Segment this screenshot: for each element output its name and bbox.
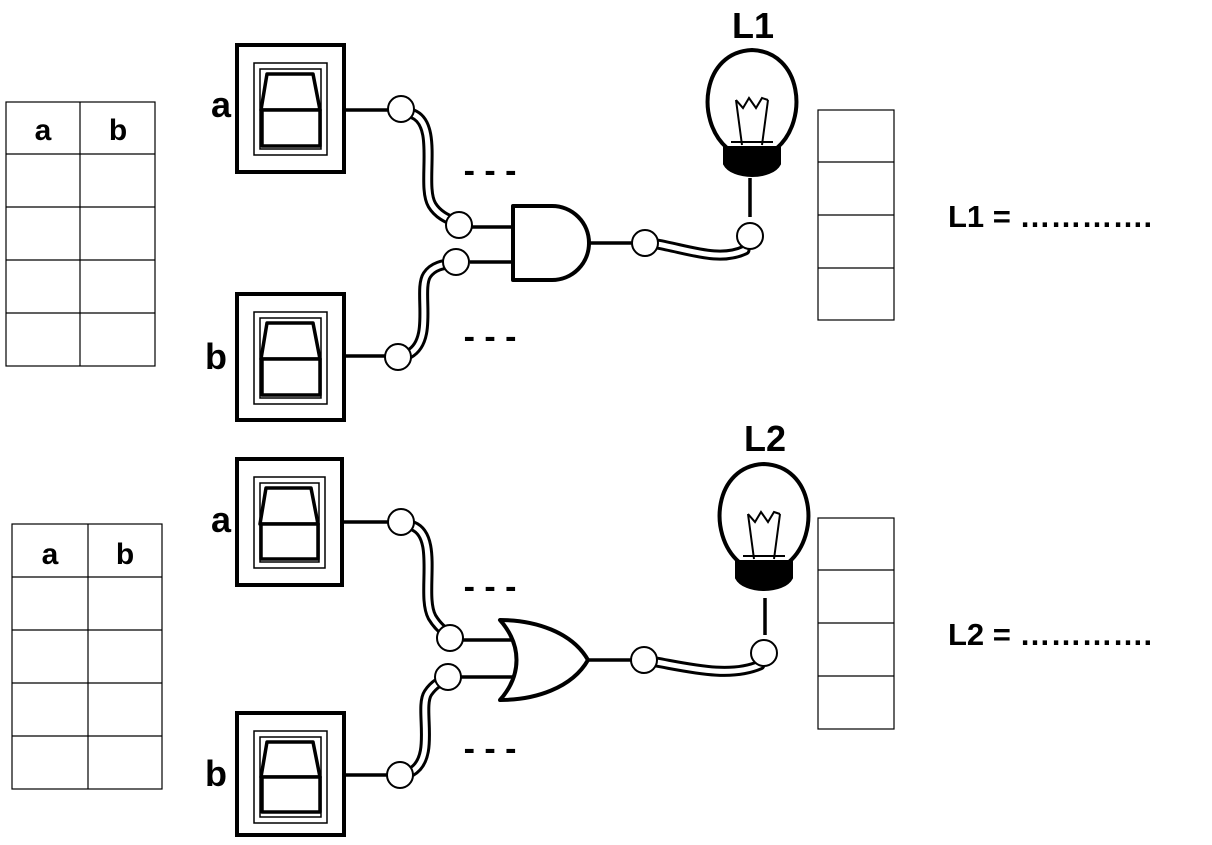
lamp-1-label: L1 [732,5,774,46]
truth-table-1 [5,101,156,367]
and-gate [511,204,591,282]
wires-1 [344,108,752,358]
equation-1: L1 = …………. [948,199,1152,234]
switch-b-1 [235,292,346,422]
truth-table-1-header-b: b [109,114,127,147]
terminals-2 [386,508,778,789]
switch-b-2-label: b [205,753,227,794]
truth-table-2-header-b: b [116,538,134,571]
terminals-1 [384,95,764,371]
circuit-2: a b a b [11,418,1152,837]
switch-a-2 [235,457,344,587]
input-b-blank-2: - - - [464,730,517,768]
truth-table-1-header-a: a [35,114,52,147]
wires-2 [342,520,767,777]
output-table-1 [817,109,895,321]
switch-a-1 [235,43,346,174]
truth-table-2 [11,523,163,790]
switch-b-2 [235,711,346,837]
input-a-blank-1: - - - [464,152,517,190]
switch-a-1-label: a [211,84,232,125]
or-gate [498,618,590,702]
circuit-1: a b a b [5,5,1152,422]
lightbulb-icon [705,48,799,177]
switch-b-1-label: b [205,336,227,377]
input-a-blank-2: - - - [464,568,517,606]
lamp-2-label: L2 [744,418,786,459]
switch-a-2-label: a [211,499,232,540]
truth-table-2-header-a: a [42,538,59,571]
lightbulb-icon [717,462,811,591]
input-b-blank-1: - - - [464,318,517,356]
output-table-2 [817,517,895,730]
equation-2: L2 = …………. [948,617,1152,652]
